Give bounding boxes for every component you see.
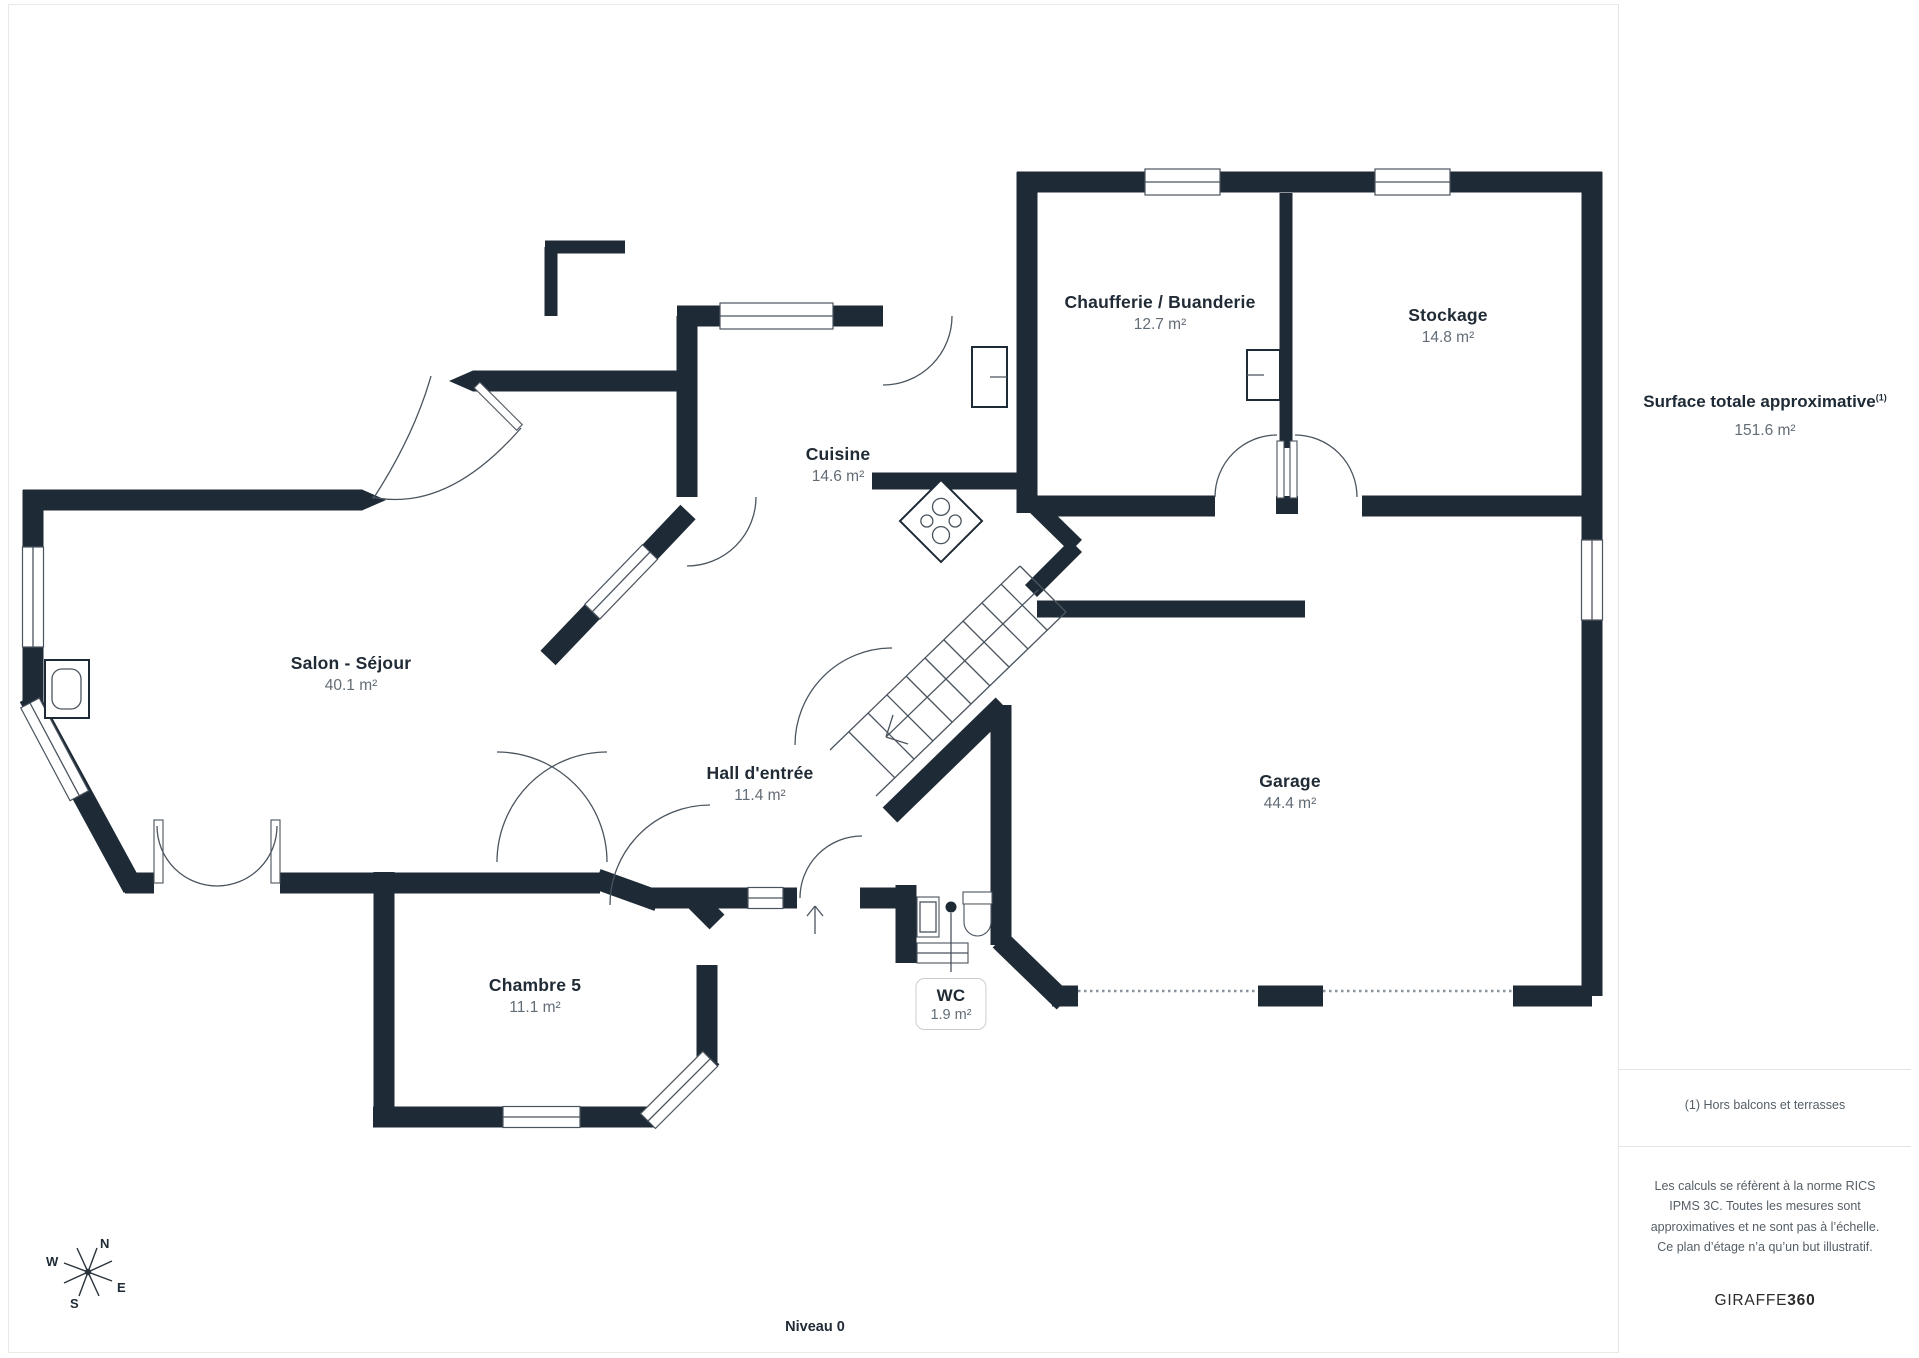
room-area: 11.4 m²: [734, 787, 786, 804]
room-name: Cuisine: [805, 444, 871, 464]
window: [1144, 168, 1221, 196]
window: [1580, 539, 1604, 621]
footnote-ref: (1): [1875, 392, 1887, 403]
compass-south-label: S: [70, 1296, 79, 1311]
room-area: 40.1 m²: [324, 677, 378, 694]
window: [719, 302, 834, 330]
room-label-cuisine: Cuisine 14.6 m²: [806, 444, 871, 486]
radiator-icon: [1246, 349, 1281, 401]
room-label-hall-entree: Hall d'entrée 11.4 m²: [707, 763, 814, 805]
staircase: [829, 565, 1067, 797]
window: [19, 697, 90, 802]
room-area: 44.4 m²: [1263, 795, 1317, 812]
sidebar-divider: [1619, 1069, 1911, 1070]
room-label-chambre-5: Chambre 5 11.1 m²: [489, 975, 581, 1017]
compass-west-label: W: [46, 1254, 59, 1269]
room-name: Stockage: [1408, 305, 1488, 325]
doors: [153, 315, 1358, 910]
room-label-garage: Garage 44.4 m²: [1259, 771, 1321, 813]
room-label-stockage: Stockage 14.8 m²: [1408, 305, 1487, 347]
total-area-value: 151.6 m²: [1734, 422, 1796, 439]
window: [747, 886, 784, 910]
giraffe360-logo: GIRAFFE360: [1714, 1292, 1816, 1309]
fireplace-icon: [44, 659, 90, 719]
room-name: Garage: [1259, 771, 1321, 791]
radiator-icon: [971, 346, 1008, 408]
compass-east-label: E: [117, 1280, 126, 1295]
sink-icon: [916, 896, 940, 938]
compass-north-label: N: [100, 1236, 109, 1251]
entrance-arrow-icon: [806, 905, 824, 934]
room-label-wc: WC 1.9 m²: [915, 978, 987, 1030]
room-area: 11.1 m²: [509, 999, 561, 1016]
total-area-block: Surface totale approximative(1) 151.6 m²: [1619, 392, 1911, 440]
window: [639, 1050, 719, 1130]
toilet-icon: [962, 891, 993, 937]
sidebar-divider: [1619, 1146, 1911, 1147]
wc-label-leader: [945, 901, 957, 972]
room-area: 14.6 m²: [811, 468, 865, 485]
windows: [19, 168, 1604, 1130]
disclaimer-text: Les calculs se réfèrent à la norme RICS …: [1650, 1179, 1880, 1254]
compass-icon: N W E S: [46, 1236, 126, 1311]
room-area: 1.9 m²: [930, 1007, 972, 1023]
window: [1374, 168, 1451, 196]
room-label-chaufferie-buanderie: Chaufferie / Buanderie 12.7 m²: [1064, 292, 1255, 334]
room-area: 12.7 m²: [1133, 316, 1187, 333]
window: [21, 546, 45, 648]
window: [502, 1105, 581, 1129]
stove-icon: [898, 478, 984, 564]
room-label-salon-sejour: Salon - Séjour 40.1 m²: [291, 653, 411, 695]
room-name: Hall d'entrée: [706, 763, 814, 783]
level-label: Niveau 0: [785, 1319, 845, 1335]
stair-direction-arrow-icon: [885, 589, 1039, 745]
window: [583, 543, 659, 620]
room-name: WC: [936, 986, 966, 1005]
room-name: Chambre 5: [488, 975, 582, 995]
total-area-title: Surface totale approximative(1): [1643, 392, 1887, 411]
fixtures: [44, 346, 1281, 972]
footnote-text: (1) Hors balcons et terrasses: [1684, 1098, 1846, 1112]
room-name: Salon - Séjour: [290, 653, 412, 673]
room-area: 14.8 m²: [1421, 329, 1475, 346]
room-name: Chaufferie / Buanderie: [1064, 292, 1256, 312]
summary-sidebar: Surface totale approximative(1) 151.6 m²…: [1618, 4, 1911, 1353]
wc-steps: [916, 942, 969, 964]
